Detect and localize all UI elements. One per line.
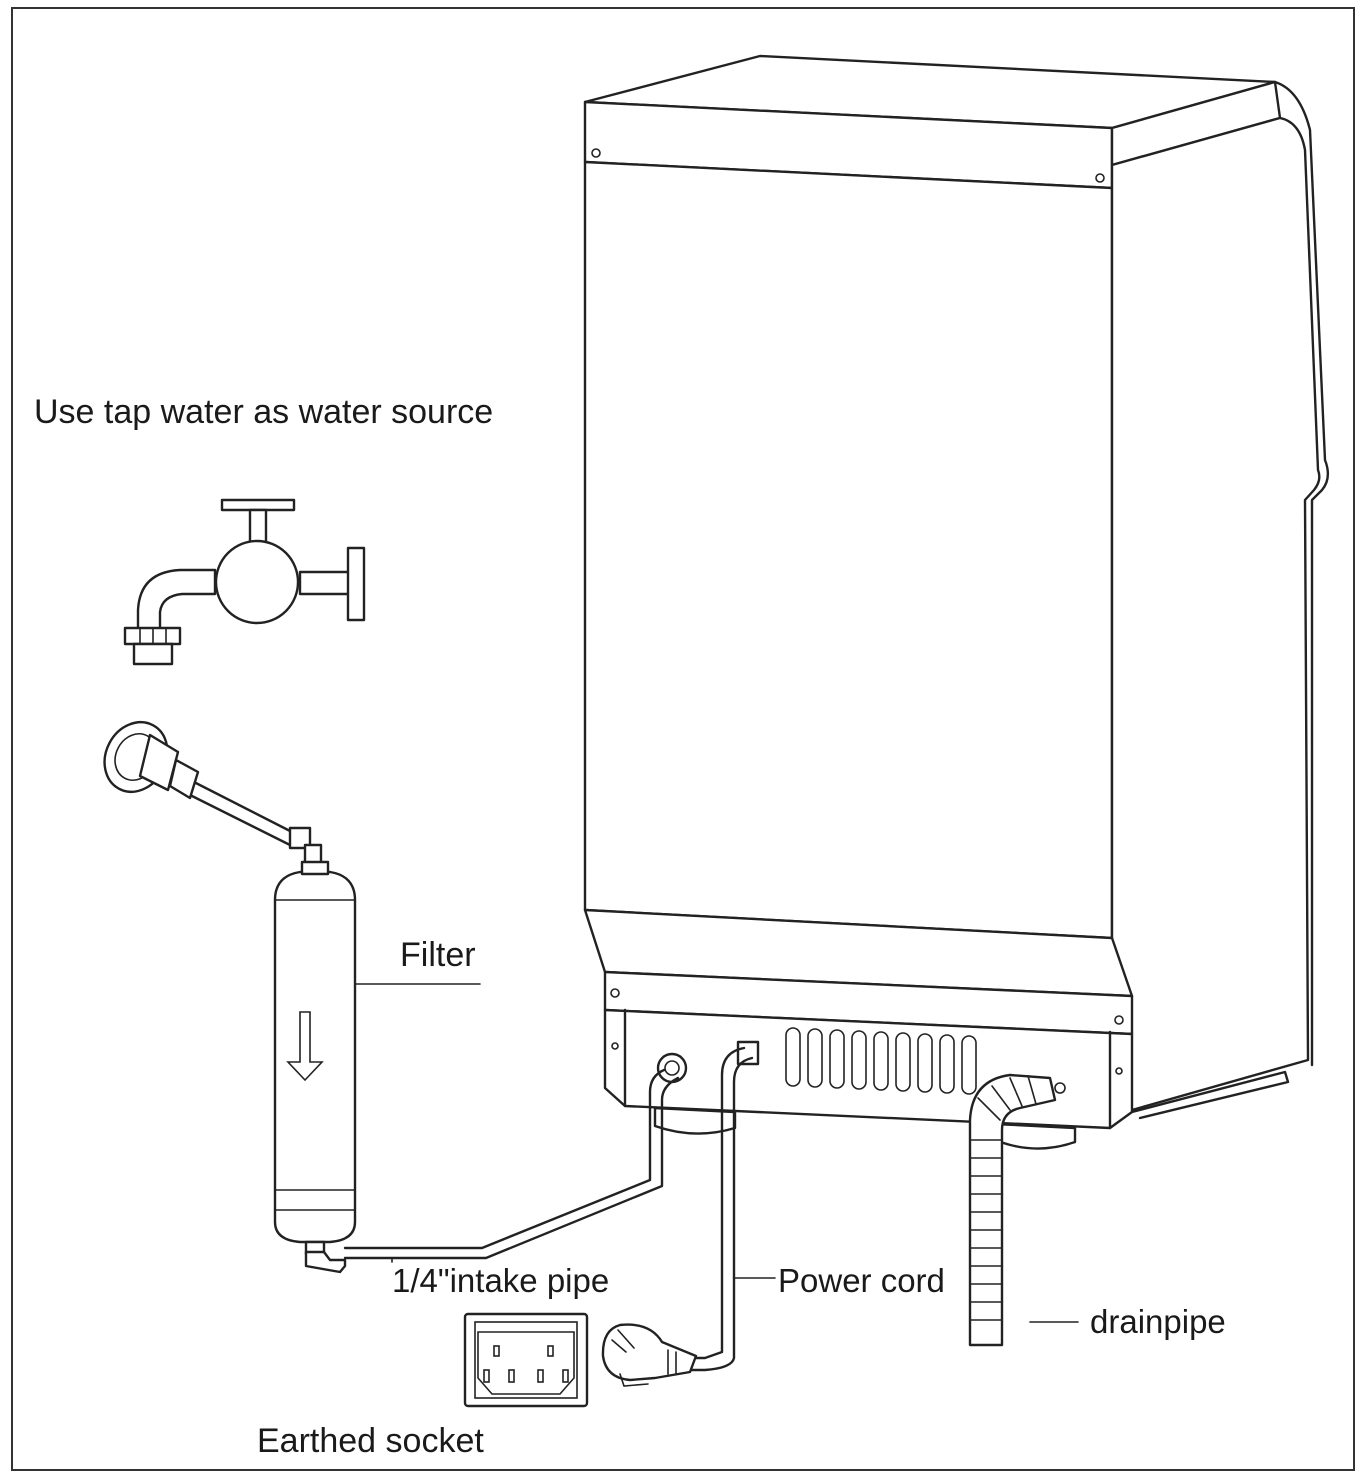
diagram-frame xyxy=(11,7,1355,1471)
filter-label: Filter xyxy=(400,936,476,974)
intake-pipe-label: 1/4"intake pipe xyxy=(392,1262,610,1299)
ice-machine-icon xyxy=(583,54,1330,1150)
tap-adapter-icon xyxy=(103,721,323,877)
intake-pipe-icon xyxy=(343,1068,680,1263)
power-cord-label: Power cord xyxy=(778,1262,945,1299)
earthed-socket-label: Earthed socket xyxy=(257,1422,484,1460)
drainpipe-label: drainpipe xyxy=(1090,1303,1226,1340)
earthed-socket-icon xyxy=(463,1312,589,1408)
filter-cartridge-icon xyxy=(273,860,481,1274)
water-source-label: Use tap water as water source xyxy=(34,393,494,431)
drainpipe-icon xyxy=(968,1073,1079,1347)
power-cord-icon xyxy=(688,1046,776,1372)
plug-icon xyxy=(601,1323,698,1387)
tap-icon xyxy=(123,498,366,666)
